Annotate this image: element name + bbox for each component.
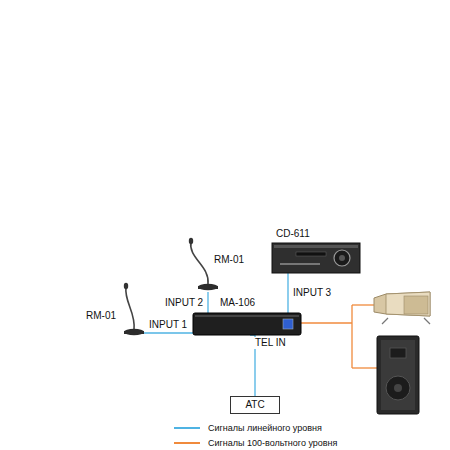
mixer-amplifier: MA-106 [193, 313, 301, 335]
signal-line [287, 273, 288, 313]
legend-row: Сигналы линейного уровня [174, 422, 288, 434]
cd-player: CD-611 [272, 243, 360, 273]
device-label: CD-611 [276, 228, 310, 240]
input-label: TEL IN [254, 337, 287, 349]
legend-text: Сигналы линейного уровня [208, 422, 322, 434]
input-label: INPUT 1 [148, 319, 188, 331]
device-label: MA-106 [220, 297, 255, 309]
signal-line [207, 292, 208, 313]
speaker-wire [351, 305, 352, 368]
microphone: RM-01 [120, 282, 144, 336]
legend-swatch [174, 442, 200, 444]
cd-player-picture [272, 243, 360, 273]
speaker-wire [352, 304, 374, 305]
microphone: RM-01 [184, 236, 212, 292]
speaker-wiring [301, 305, 377, 368]
input-label: INPUT 3 [292, 287, 332, 299]
mixer-amplifier-picture [193, 313, 301, 335]
phone-exchange-box: АТС [230, 396, 280, 414]
microphone-picture [120, 282, 144, 336]
legend-row: Сигналы 100-вольтного уровня [174, 437, 303, 449]
cabinet-speaker [377, 336, 419, 414]
microphone-picture [184, 236, 212, 292]
horn-speaker [374, 292, 430, 324]
legend-swatch [174, 427, 200, 429]
box-label: АТС [231, 397, 279, 413]
speaker-wire [352, 367, 377, 368]
input-label: INPUT 2 [164, 297, 204, 309]
device-label: RM-01 [86, 310, 116, 322]
legend-text: Сигналы 100-вольтного уровня [208, 437, 337, 449]
signal-line [144, 332, 193, 333]
device-label: RM-01 [214, 254, 244, 266]
speaker-wire [301, 322, 352, 323]
